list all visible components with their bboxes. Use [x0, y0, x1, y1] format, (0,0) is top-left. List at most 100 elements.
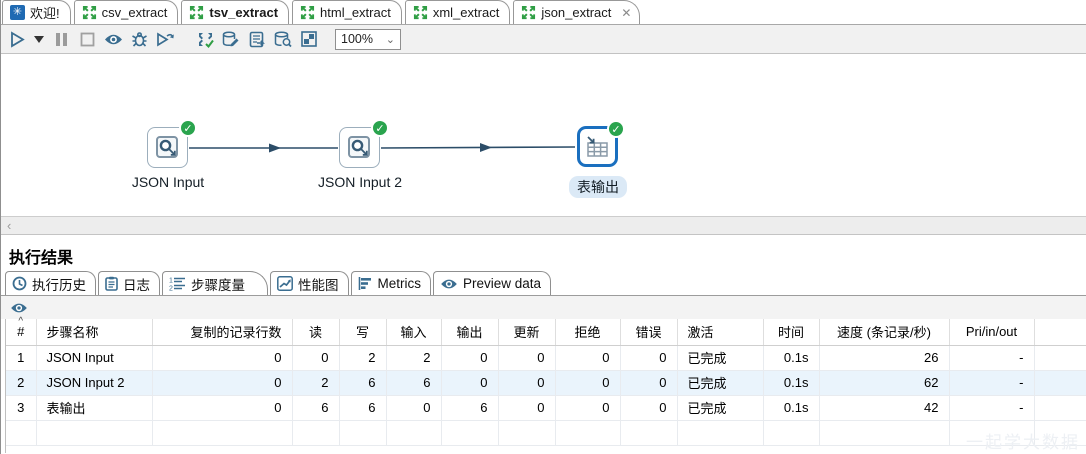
- transformation-toolbar: 100% ⌄: [1, 25, 1086, 54]
- preview-button[interactable]: [103, 29, 123, 49]
- table-cell: 0: [292, 345, 340, 371]
- step-label[interactable]: 表输出: [569, 176, 627, 198]
- debug-button[interactable]: [129, 29, 149, 49]
- sort-ascending-icon: ^: [18, 316, 24, 327]
- table-cell: [555, 420, 621, 446]
- column-header[interactable]: #^: [6, 316, 37, 346]
- table-cell: 2: [386, 345, 442, 371]
- empty-row: [6, 420, 1086, 446]
- generate-sql-button[interactable]: [247, 29, 267, 49]
- step-label[interactable]: JSON Input: [131, 174, 205, 190]
- table-cell: 已完成: [677, 345, 764, 371]
- table-cell: 0: [152, 370, 293, 396]
- table-cell: [441, 420, 499, 446]
- tab-performance-graph[interactable]: 性能图: [270, 271, 349, 295]
- column-header[interactable]: 读: [292, 319, 340, 346]
- column-header[interactable]: 更新: [498, 319, 556, 346]
- tab-metrics[interactable]: Metrics: [350, 271, 431, 295]
- filler-cell: [1034, 370, 1086, 396]
- table-cell: 0: [498, 370, 556, 396]
- table-cell: 0: [555, 345, 621, 371]
- table-cell: 6: [441, 395, 499, 421]
- tab-html-extract[interactable]: html_extract: [292, 0, 402, 24]
- table-cell: [677, 420, 764, 446]
- tab-preview-data[interactable]: Preview data: [433, 271, 552, 295]
- step-label[interactable]: JSON Input 2: [317, 174, 403, 190]
- transformation-icon: [522, 5, 536, 20]
- table-cell: 26: [819, 345, 950, 371]
- run-button[interactable]: [7, 29, 27, 49]
- show-results-toggle[interactable]: [299, 29, 319, 49]
- table-header: #^步骤名称复制的记录行数读写输入输出更新拒绝错误激活时间速度 (条记录/秒)P…: [6, 316, 1086, 346]
- transformation-icon: [190, 5, 204, 20]
- verify-transformation-button[interactable]: [195, 29, 215, 49]
- step-json-input[interactable]: ✓: [147, 119, 197, 168]
- close-icon[interactable]: ✕: [621, 5, 632, 20]
- zoom-select[interactable]: 100% ⌄: [335, 28, 401, 50]
- tab-logs[interactable]: 日志: [98, 271, 160, 295]
- tab-label: 性能图: [298, 277, 339, 293]
- zoom-value: 100%: [341, 32, 373, 46]
- column-header[interactable]: 步骤名称: [36, 319, 153, 346]
- column-header[interactable]: Pri/in/out: [949, 319, 1035, 346]
- success-check-icon: ✓: [607, 120, 625, 138]
- column-header[interactable]: 错误: [620, 319, 678, 346]
- tab-label: 步骤度量: [191, 277, 245, 293]
- step-table-output[interactable]: ✓: [577, 120, 625, 167]
- table-cell: [36, 420, 153, 446]
- table-cell: [339, 420, 387, 446]
- table-cell: 6: [292, 395, 340, 421]
- collapse-left-icon[interactable]: ‹: [7, 218, 12, 233]
- transformation-icon: [82, 5, 96, 20]
- step-json-input-2[interactable]: ✓: [339, 119, 389, 168]
- tab-json-extract[interactable]: json_extract ✕: [513, 0, 641, 24]
- table-cell: [386, 420, 442, 446]
- transformation-icon: [413, 5, 427, 20]
- table-cell: 0: [152, 395, 293, 421]
- table-cell: 62: [819, 370, 950, 396]
- column-header[interactable]: 输出: [441, 319, 499, 346]
- table-cell: [152, 420, 293, 446]
- results-title: 执行结果: [9, 250, 74, 267]
- tab-welcome[interactable]: ✳ 欢迎!: [2, 0, 71, 24]
- table-cell: 1: [6, 345, 37, 371]
- panel-splitter[interactable]: ‹: [1, 216, 1086, 235]
- column-header[interactable]: 拒绝: [555, 319, 621, 346]
- table-cell: 0: [441, 370, 499, 396]
- svg-text:2: 2: [169, 286, 173, 292]
- tab-xml-extract[interactable]: xml_extract: [404, 0, 511, 24]
- replay-button[interactable]: [155, 29, 175, 49]
- tab-execution-history[interactable]: 执行历史: [5, 271, 96, 295]
- tab-label: 日志: [123, 277, 150, 293]
- column-header[interactable]: 时间: [763, 319, 820, 346]
- tab-label: Metrics: [377, 276, 422, 291]
- column-header[interactable]: 输入: [386, 319, 442, 346]
- table-cell: [292, 420, 340, 446]
- run-options-dropdown[interactable]: [33, 29, 45, 49]
- explore-database-button[interactable]: [273, 29, 293, 49]
- impact-analysis-button[interactable]: [221, 29, 241, 49]
- welcome-icon: ✳: [10, 5, 25, 20]
- column-header[interactable]: 写: [339, 319, 387, 346]
- column-header[interactable]: 速度 (条记录/秒): [819, 319, 950, 346]
- table-cell: 42: [819, 395, 950, 421]
- tab-label: 欢迎!: [30, 6, 60, 21]
- transformation-canvas[interactable]: ✓ JSON Input ✓ JSON Input 2 ✓ 表输出: [1, 54, 1086, 216]
- column-header[interactable]: 激活: [677, 319, 764, 346]
- tab-tsv-extract[interactable]: tsv_extract: [181, 0, 290, 24]
- table-cell: 0: [620, 345, 678, 371]
- table-cell: 0.1s: [763, 345, 820, 371]
- stop-button[interactable]: [77, 29, 97, 49]
- pause-button[interactable]: [51, 29, 71, 49]
- transformation-icon: [300, 5, 315, 20]
- table-cell: [1034, 420, 1086, 446]
- tab-csv-extract[interactable]: csv_extract: [73, 0, 179, 24]
- show-hidden-steps-toggle[interactable]: [10, 302, 28, 314]
- table-cell: 6: [339, 395, 387, 421]
- column-header[interactable]: 复制的记录行数: [152, 319, 293, 346]
